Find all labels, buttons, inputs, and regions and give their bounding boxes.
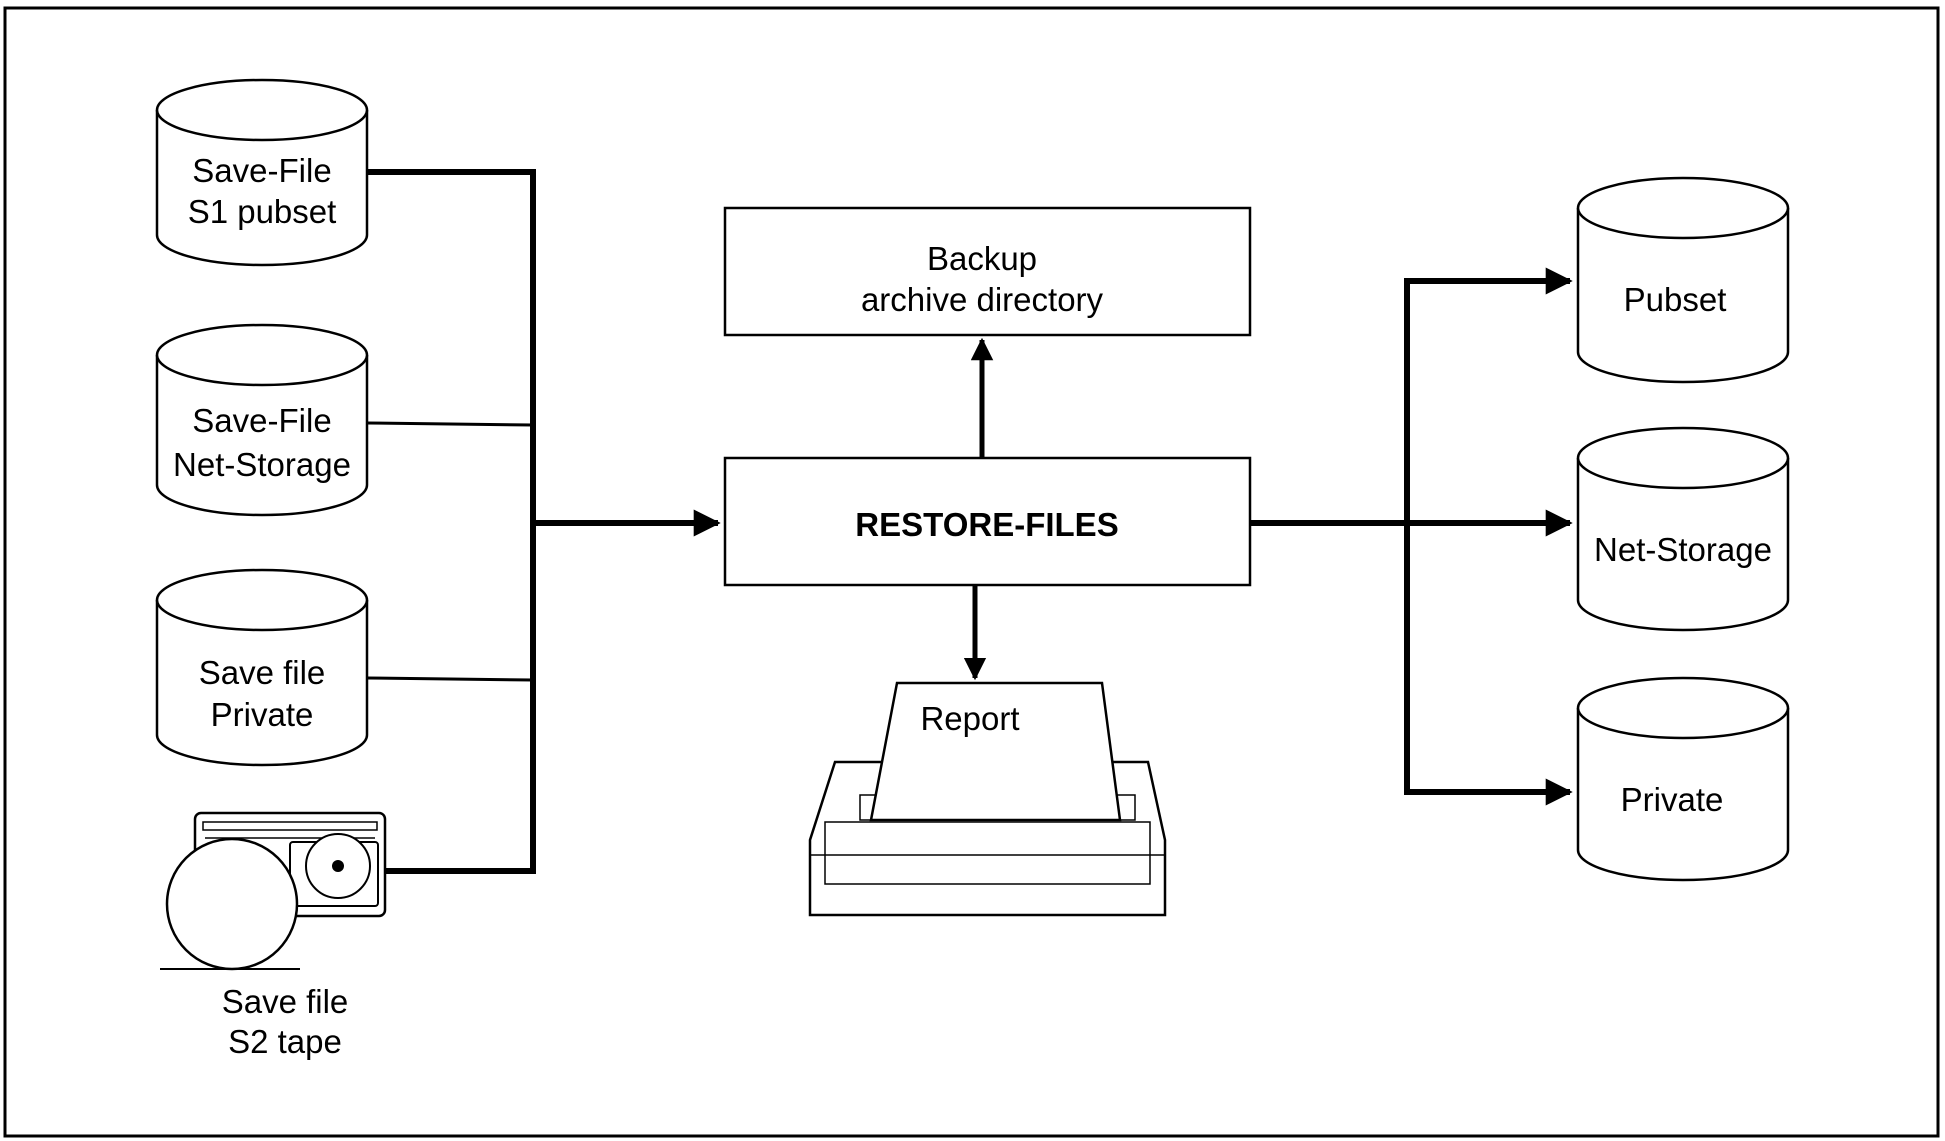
source-net-storage-label-line2: Net-Storage (173, 446, 351, 483)
source-s2-tape-label-line1: Save file (222, 983, 349, 1020)
source-net-storage-cylinder: Save-File Net-Storage (155, 323, 369, 517)
connector-net-storage (366, 421, 534, 427)
target-net-storage-label: Net-Storage (1594, 531, 1772, 568)
target-pubset-cylinder: Pubset (1576, 176, 1790, 384)
target-net-storage-cylinder: Net-Storage (1576, 426, 1790, 632)
target-private-label: Private (1621, 781, 1724, 818)
restore-files-label: RESTORE-FILES (855, 506, 1118, 543)
source-private-cylinder: Save file Private (155, 568, 369, 767)
source-s1-pubset-label-line1: Save-File (192, 152, 331, 189)
restore-files-box (723, 456, 1252, 587)
archive-label-line1: Backup (927, 240, 1037, 277)
connector-private (366, 676, 534, 682)
source-net-storage-label-line1: Save-File (192, 402, 331, 439)
archive-directory-box (723, 206, 1252, 337)
source-private-label-line1: Save file (199, 654, 326, 691)
tape-drive-icon (160, 811, 387, 971)
source-s1-pubset-label-line2: S1 pubset (188, 193, 337, 230)
source-private-label-line2: Private (211, 696, 314, 733)
archive-label-line2: archive directory (861, 281, 1104, 318)
diagram-frame (3, 6, 1940, 1138)
report-sheet (869, 681, 1122, 822)
report-label: Report (920, 700, 1019, 737)
source-s1-pubset-cylinder: Save-File S1 pubset (155, 78, 369, 267)
target-private-cylinder: Private (1576, 676, 1790, 882)
source-s2-tape-label-line2: S2 tape (228, 1023, 342, 1060)
target-pubset-label: Pubset (1624, 281, 1727, 318)
